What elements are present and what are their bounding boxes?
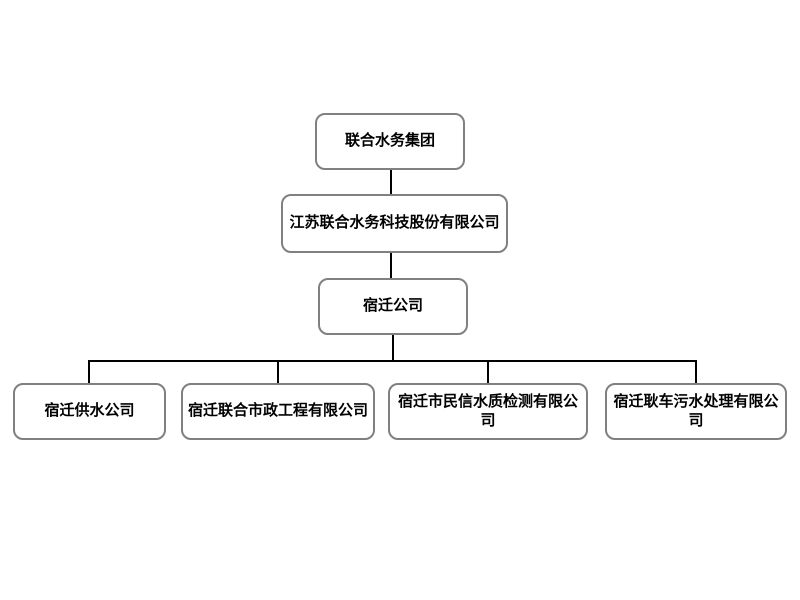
org-node-parent-company: 江苏联合水务科技股份有限公司 (281, 194, 508, 253)
connector-drop-sub3 (487, 361, 489, 383)
org-node-regional-company: 宿迁公司 (318, 278, 468, 335)
connector-drop-sub2 (277, 361, 279, 383)
org-node-subsidiary-1-label: 宿迁供水公司 (44, 402, 135, 420)
connector-regional-to-bus (392, 335, 394, 361)
org-node-subsidiary-3-label: 宿迁市民信水质检测有限公司 (397, 392, 578, 429)
org-node-root-label: 联合水务集团 (344, 132, 435, 150)
org-node-regional-company-label: 宿迁公司 (362, 297, 423, 315)
org-node-subsidiary-4: 宿迁耿车污水处理有限公司 (605, 383, 787, 440)
org-node-parent-company-label: 江苏联合水务科技股份有限公司 (289, 214, 500, 232)
connector-bus-horizontal (88, 360, 697, 362)
org-node-subsidiary-2: 宿迁联合市政工程有限公司 (181, 383, 375, 440)
connector-parent-to-regional (390, 253, 392, 278)
org-node-subsidiary-4-label: 宿迁耿车污水处理有限公司 (613, 392, 779, 429)
org-node-subsidiary-1: 宿迁供水公司 (13, 383, 166, 440)
org-node-subsidiary-3: 宿迁市民信水质检测有限公司 (388, 383, 588, 440)
connector-root-to-parent (390, 170, 392, 194)
connector-drop-sub4 (695, 361, 697, 383)
org-node-root: 联合水务集团 (315, 113, 465, 170)
connector-drop-sub1 (88, 361, 90, 383)
org-node-subsidiary-2-label: 宿迁联合市政工程有限公司 (187, 402, 368, 420)
